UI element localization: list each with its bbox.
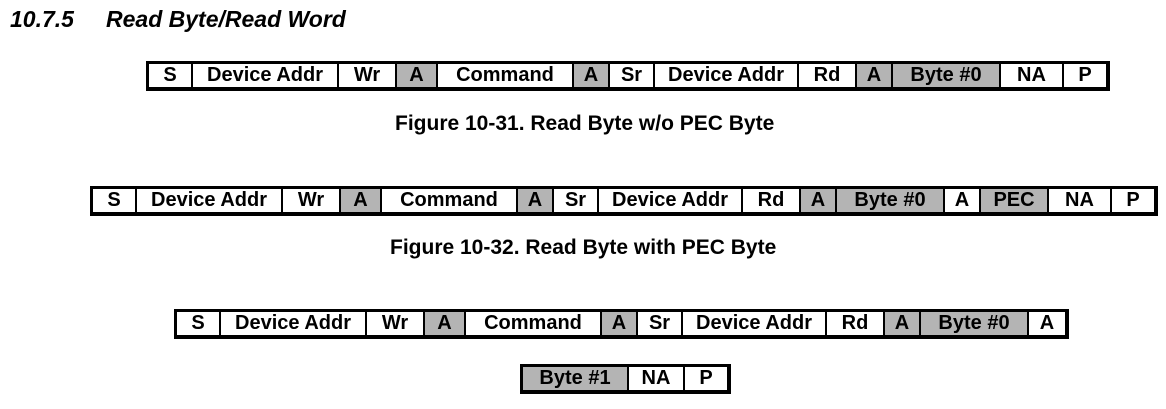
protocol-cell-device-addr: Device Addr bbox=[655, 64, 799, 87]
protocol-cell-a: A bbox=[341, 189, 382, 212]
protocol-cell-a: A bbox=[945, 189, 981, 212]
protocol-cell-na: NA bbox=[1001, 64, 1064, 87]
protocol-cell-device-addr: Device Addr bbox=[599, 189, 743, 212]
protocol-cell-pec: PEC bbox=[981, 189, 1049, 212]
protocol-cell-a: A bbox=[602, 312, 638, 335]
protocol-cell-rd: Rd bbox=[827, 312, 885, 335]
protocol-cell-byte-0: Byte #0 bbox=[893, 64, 1001, 87]
protocol-cell-a: A bbox=[425, 312, 466, 335]
protocol-cell-a: A bbox=[1029, 312, 1065, 335]
protocol-cell-device-addr: Device Addr bbox=[193, 64, 339, 87]
protocol-cell-p: P bbox=[1064, 64, 1106, 87]
protocol-cell-p: P bbox=[1112, 189, 1154, 212]
protocol-cell-command: Command bbox=[438, 64, 574, 87]
section-title: Read Byte/Read Word bbox=[106, 6, 346, 32]
protocol-cell-sr: Sr bbox=[554, 189, 599, 212]
protocol-cell-wr: Wr bbox=[283, 189, 341, 212]
protocol-cell-device-addr: Device Addr bbox=[137, 189, 283, 212]
figure-10-32-caption: Figure 10-32. Read Byte with PEC Byte bbox=[390, 236, 777, 259]
protocol-cell-a: A bbox=[857, 64, 893, 87]
protocol-cell-sr: Sr bbox=[638, 312, 683, 335]
protocol-cell-a: A bbox=[885, 312, 921, 335]
protocol-cell-s: S bbox=[93, 189, 137, 212]
protocol-cell-command: Command bbox=[382, 189, 518, 212]
protocol-cell-command: Command bbox=[466, 312, 602, 335]
protocol-cell-na: NA bbox=[1049, 189, 1112, 212]
protocol-cell-p: P bbox=[685, 367, 727, 390]
protocol-cell-byte-0: Byte #0 bbox=[837, 189, 945, 212]
protocol-cell-sr: Sr bbox=[610, 64, 655, 87]
protocol-cell-a: A bbox=[518, 189, 554, 212]
protocol-cell-wr: Wr bbox=[367, 312, 425, 335]
protocol-cell-device-addr: Device Addr bbox=[221, 312, 367, 335]
protocol-cell-wr: Wr bbox=[339, 64, 397, 87]
protocol-cell-a: A bbox=[574, 64, 610, 87]
protocol-cell-byte-0: Byte #0 bbox=[921, 312, 1029, 335]
protocol-cell-device-addr: Device Addr bbox=[683, 312, 827, 335]
section-number: 10.7.5 bbox=[10, 6, 74, 32]
protocol-cell-rd: Rd bbox=[743, 189, 801, 212]
protocol-cell-a: A bbox=[397, 64, 438, 87]
protocol-cell-a: A bbox=[801, 189, 837, 212]
protocol-cell-rd: Rd bbox=[799, 64, 857, 87]
section-heading: 10.7.5 Read Byte/Read Word bbox=[10, 4, 346, 34]
protocol-cell-s: S bbox=[177, 312, 221, 335]
protocol-cell-na: NA bbox=[629, 367, 685, 390]
protocol-cell-s: S bbox=[149, 64, 193, 87]
figure-10-31-caption: Figure 10-31. Read Byte w/o PEC Byte bbox=[395, 112, 775, 135]
protocol-cell-byte-1: Byte #1 bbox=[523, 367, 629, 390]
